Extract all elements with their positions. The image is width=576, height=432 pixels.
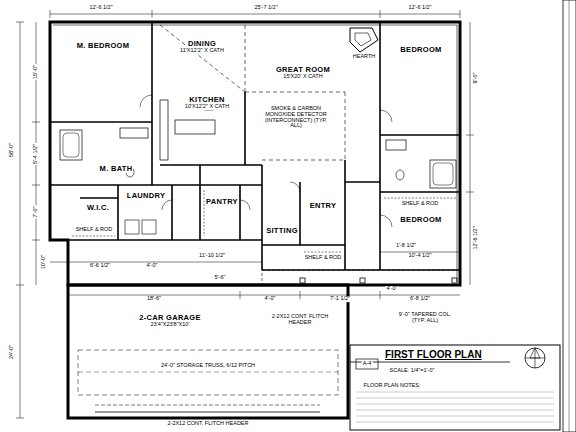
dimension-note: 10'-0" bbox=[41, 254, 47, 270]
room-size: 10'X12'2" X CATH bbox=[184, 104, 230, 110]
room-size: 11'X12'2" X CATH bbox=[179, 48, 225, 54]
dimension-note: 5'-4 1/2" bbox=[33, 143, 39, 165]
dimension-note: SHELF & ROD bbox=[75, 227, 114, 233]
room-area: SITTING bbox=[263, 225, 301, 239]
room-area: W.I.C. bbox=[80, 202, 116, 216]
dimension-note: 4'-0" bbox=[264, 296, 277, 302]
title-block-text: SCALE: 1/4"=1'-0" bbox=[389, 368, 436, 374]
dimension-note: SMOKE & CARBON MONOXIDE DETECTOR (INTERC… bbox=[260, 106, 332, 129]
room-name: BEDROOM bbox=[399, 46, 442, 54]
room-area: DINING11'X12'2" X CATH bbox=[162, 38, 242, 62]
room-area: M. BATH bbox=[86, 163, 146, 179]
dimension-note: 4'-0" bbox=[146, 263, 159, 269]
dimension-note: SHELF & ROD bbox=[304, 255, 343, 261]
room-name: DINING bbox=[187, 40, 217, 48]
dimension-note: 24'-0" STORAGE TRUSS, 6/12 PITCH bbox=[160, 363, 256, 369]
room-area: LAUNDRY bbox=[121, 190, 171, 204]
room-name: W.I.C. bbox=[86, 204, 110, 212]
room-name: KITCHEN bbox=[188, 96, 225, 104]
dimension-note: 24'-0" bbox=[9, 344, 15, 360]
dimension-note: 10'-4 1/2" bbox=[407, 253, 432, 259]
room-name: 2-CAR GARAGE bbox=[138, 314, 202, 322]
dimension-note: 12'-6 1/2" bbox=[473, 225, 479, 250]
dimension-note: 7'-0" bbox=[33, 206, 39, 219]
dimension-note: 9'-0" bbox=[473, 72, 479, 85]
room-name: M. BEDROOM bbox=[76, 42, 131, 50]
dimension-note: HEARTH bbox=[352, 54, 377, 60]
room-name: GREAT ROOM bbox=[275, 66, 331, 74]
dimension-note: 9'-0" TAPERED COL. (TYP. ALL) bbox=[394, 312, 456, 324]
room-size: 23'4"X23'8"X10' bbox=[150, 322, 191, 328]
room-area: BEDROOM bbox=[386, 214, 456, 230]
dimension-note: 5'-6" bbox=[214, 275, 227, 281]
dimension-note: 2-2X12 CONT. FLITCH HEADER bbox=[167, 421, 250, 427]
dimension-note: 4'-0" bbox=[386, 286, 399, 292]
room-size: 15'X20' X CATH bbox=[282, 74, 323, 80]
dimension-note: 6'-6 1/2" bbox=[89, 263, 111, 269]
room-area: BEDROOM bbox=[386, 44, 456, 74]
room-area: M. BEDROOM bbox=[58, 40, 148, 80]
dimension-note: 15'-0" bbox=[33, 64, 39, 80]
dimension-note: 58'-0" bbox=[9, 142, 15, 158]
drawing-title: FIRST FLOOR PLAN bbox=[384, 349, 483, 360]
dimension-note: 7'-1 1/2" bbox=[329, 296, 351, 302]
room-area: PANTRY bbox=[203, 196, 241, 210]
room-name: BEDROOM bbox=[399, 216, 442, 224]
room-area: 2-CAR GARAGE23'4"X23'8"X10' bbox=[100, 312, 240, 338]
room-area: KITCHEN10'X12'2" X CATH bbox=[172, 94, 242, 116]
dimension-note: 2-2X12 CONT. FLITCH HEADER bbox=[269, 314, 331, 326]
title-block-text: A-4 bbox=[362, 361, 373, 367]
dimension-note: 12'-6 1/2" bbox=[407, 5, 432, 11]
dimension-note: 12'-6 1/2" bbox=[88, 5, 113, 11]
room-name: PANTRY bbox=[205, 198, 239, 206]
room-area: ENTRY bbox=[303, 200, 343, 214]
dimension-note: 25'-7 1/2" bbox=[253, 5, 278, 11]
title-block-text: FLOOR PLAN NOTES: bbox=[363, 383, 422, 389]
room-area: GREAT ROOM15'X20' X CATH bbox=[265, 64, 341, 88]
room-name: LAUNDRY bbox=[126, 192, 167, 200]
room-name: ENTRY bbox=[309, 202, 338, 210]
dimension-note: SHELF & ROD bbox=[401, 201, 440, 207]
dimension-note: 6'-8 1/2" bbox=[409, 296, 431, 302]
dimension-note: 1'-8 1/2" bbox=[395, 243, 417, 249]
room-name: M. BATH bbox=[99, 165, 134, 173]
dimension-note: 11'-10 1/2" bbox=[198, 253, 226, 259]
room-name: SITTING bbox=[265, 227, 299, 235]
dimension-note: 18'-6" bbox=[146, 296, 162, 302]
